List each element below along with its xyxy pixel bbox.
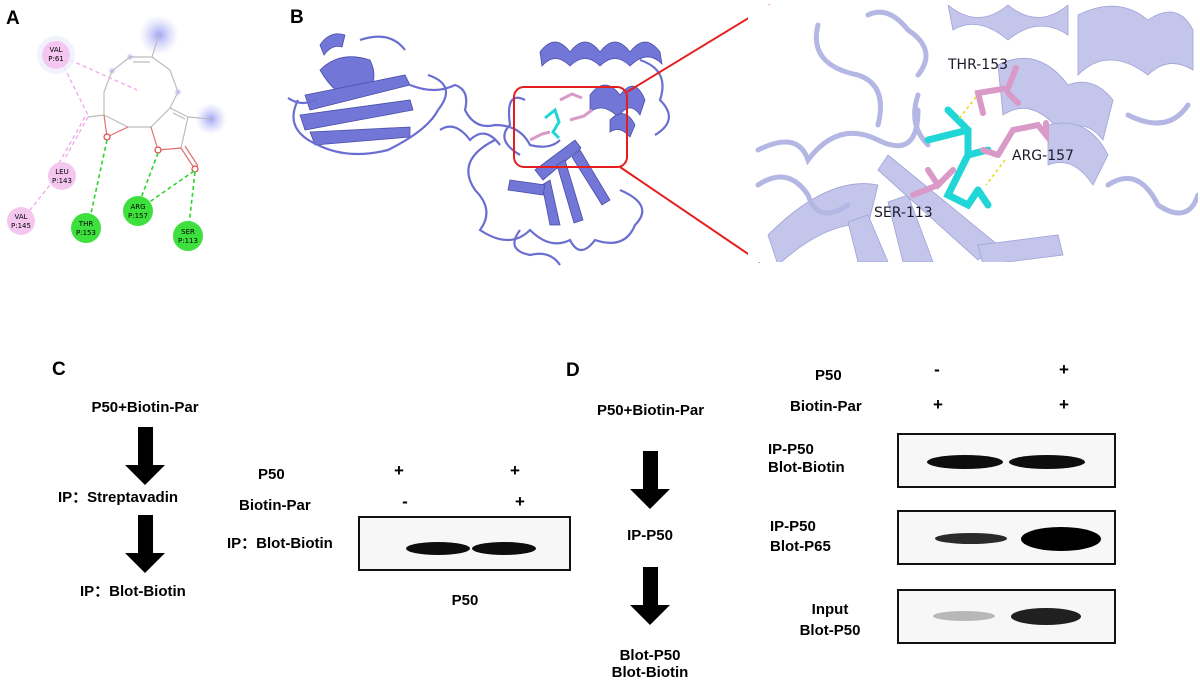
svg-text:VAL: VAL bbox=[49, 46, 62, 54]
western-blot-d3 bbox=[897, 589, 1116, 644]
flow-step-2: IP-P50 bbox=[627, 527, 673, 544]
svg-text:P:113: P:113 bbox=[178, 237, 198, 245]
svg-text:VAL: VAL bbox=[14, 213, 27, 221]
flow-step-3: Blot-P50 bbox=[619, 647, 681, 664]
svg-text:P:145: P:145 bbox=[11, 222, 31, 230]
residue-ser113: SER P:113 bbox=[173, 221, 203, 251]
label-thr153: THR-153 bbox=[947, 57, 1008, 73]
blot1-label-line1: IP-P50 bbox=[768, 441, 814, 458]
residue-thr153: THR P:153 bbox=[71, 213, 101, 243]
residue-leu143: LEU P:143 bbox=[48, 162, 76, 190]
svg-text:ARG: ARG bbox=[130, 203, 145, 211]
blot-caption: P50 bbox=[451, 592, 479, 609]
svg-text:P:157: P:157 bbox=[128, 212, 148, 220]
down-arrow-icon bbox=[630, 451, 670, 509]
residue-val145: VAL P:145 bbox=[7, 207, 35, 235]
lane2-p50-sign: + bbox=[1059, 360, 1069, 379]
blot3-label-line1: Input bbox=[811, 601, 849, 618]
svg-text:P:153: P:153 bbox=[76, 229, 96, 237]
blot1-label-line2: Blot-Biotin bbox=[768, 459, 845, 476]
lane1-biotin-sign: - bbox=[402, 492, 408, 511]
label-arg157: ARG-157 bbox=[1012, 148, 1074, 164]
condition-label-p50: P50 bbox=[258, 466, 285, 483]
down-arrow-icon bbox=[630, 567, 670, 625]
protein-domain-right bbox=[507, 41, 663, 226]
svg-text:P:61: P:61 bbox=[48, 55, 64, 63]
interaction-diagram-2d: VAL P:61 LEU P:143 VAL P:145 THR P:153 A… bbox=[7, 15, 227, 251]
flow-step-1: P50+Biotin-Par bbox=[596, 402, 705, 419]
svg-text:P:143: P:143 bbox=[52, 177, 72, 185]
western-blot-c bbox=[358, 516, 571, 571]
protein-structure-3d bbox=[287, 4, 771, 266]
highlight-box bbox=[513, 86, 628, 168]
panel-label-a: A bbox=[6, 8, 20, 29]
protein-domain-left bbox=[299, 33, 414, 146]
down-arrow-icon bbox=[125, 515, 165, 573]
lane2-biotin-sign: + bbox=[1059, 395, 1069, 414]
blot2-label-line1: IP-P50 bbox=[770, 518, 816, 535]
western-blot-d2 bbox=[897, 510, 1116, 565]
blot-label: IP：Blot-Biotin bbox=[227, 535, 333, 552]
panel-label-b: B bbox=[290, 7, 304, 28]
lane1-p50-sign: + bbox=[394, 461, 404, 480]
blot2-label-line2: Blot-P65 bbox=[770, 538, 831, 555]
condition-label-p50: P50 bbox=[815, 367, 842, 384]
svg-text:SER: SER bbox=[181, 228, 195, 236]
svg-text:THR: THR bbox=[78, 220, 94, 228]
blot3-label-line2: Blot-P50 bbox=[799, 622, 861, 639]
panel-label-c: C bbox=[52, 359, 66, 380]
lane2-biotin-sign: + bbox=[515, 492, 525, 511]
flow-step-2: IP：Streptavadin bbox=[58, 489, 179, 506]
western-blot-d1 bbox=[897, 433, 1116, 488]
lane1-biotin-sign: + bbox=[933, 395, 943, 414]
ligand-sticks bbox=[924, 106, 992, 210]
residue-arg157: ARG P:157 bbox=[123, 196, 153, 226]
condition-label-biotin-par: Biotin-Par bbox=[790, 398, 862, 415]
panel-label-d: D bbox=[566, 360, 580, 381]
flow-step-4: Blot-Biotin bbox=[611, 664, 689, 681]
binding-site-zoom: THR-153 ARG-157 SER-113 bbox=[748, 5, 1198, 262]
residue-val61: VAL P:61 bbox=[37, 36, 75, 74]
lane1-p50-sign: - bbox=[934, 360, 940, 379]
residue-arg157-stick bbox=[995, 120, 1049, 158]
flow-step-1: P50+Biotin-Par bbox=[91, 399, 199, 416]
label-ser113: SER-113 bbox=[874, 205, 933, 221]
residue-thr153-stick bbox=[974, 65, 1019, 116]
condition-label-biotin-par: Biotin-Par bbox=[239, 497, 311, 514]
lane2-p50-sign: + bbox=[510, 461, 520, 480]
svg-text:LEU: LEU bbox=[55, 168, 68, 176]
flow-step-3: IP：Blot-Biotin bbox=[80, 583, 186, 600]
down-arrow-icon bbox=[125, 427, 165, 485]
